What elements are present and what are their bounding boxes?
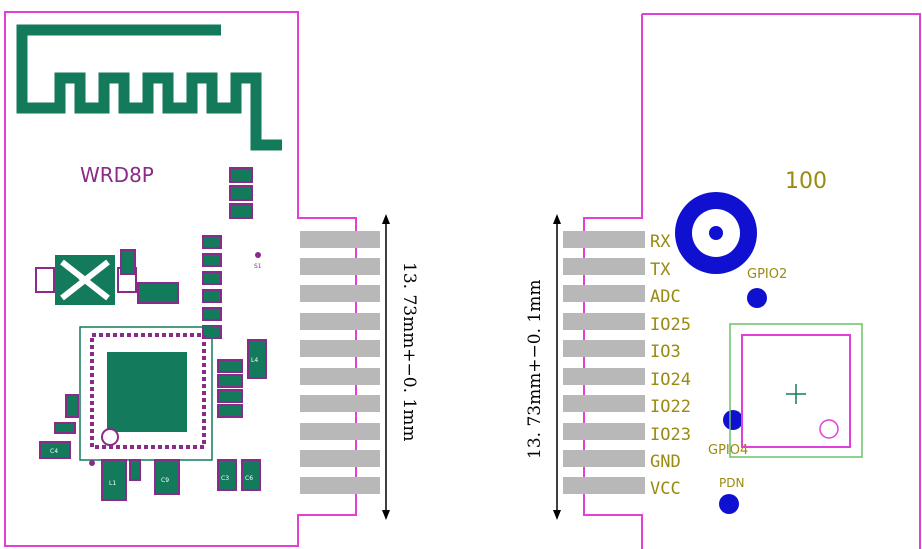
c3-label: C3 <box>221 475 229 482</box>
gpio4-label: GPIO4 <box>708 443 748 458</box>
c4-label: C4 <box>50 448 58 455</box>
c9-label: C9 <box>161 477 169 484</box>
pdn-test-point <box>719 494 739 514</box>
right-module-outline <box>583 13 921 549</box>
left-dimension-arrow <box>382 214 390 520</box>
right-dimension-arrow <box>553 214 561 520</box>
pin-label-rx: RX <box>650 232 671 252</box>
crystal-y1: Y1 <box>35 249 137 305</box>
right-dimension-label: 13. 73mm+−0. 1mm <box>525 280 545 459</box>
left-module-outline <box>4 11 357 547</box>
pin-label-tx: TX <box>650 260 671 280</box>
qfn-chip <box>79 326 213 461</box>
right-module: 100 RX TX ADC IO25 IO3 IO24 <box>525 13 921 549</box>
pin-label-adc: ADC <box>650 287 681 307</box>
left-module: WRD8P Y1 S1 <box>4 11 419 547</box>
l4-label: L4 <box>251 357 258 364</box>
l1-label: L1 <box>109 480 116 487</box>
right-passives <box>217 339 267 418</box>
pin-label-io24: IO24 <box>650 370 691 390</box>
right-pads <box>563 231 645 494</box>
c6-label: C6 <box>245 475 253 482</box>
pin1-marker <box>89 460 95 466</box>
pin-label-io25: IO25 <box>650 315 691 335</box>
s1-label: S1 <box>254 263 262 270</box>
left-dimension-label: 13. 73mm+−0. 1mm <box>399 262 419 441</box>
resistor-column <box>137 235 222 339</box>
pcb-antenna <box>16 24 282 151</box>
gpio2-test-point <box>747 288 767 308</box>
pin-labels: RX TX ADC IO25 IO3 IO24 IO22 IO23 GND VC… <box>650 232 691 499</box>
left-bottom-passives <box>39 394 261 501</box>
pin-label-io23: IO23 <box>650 425 691 445</box>
pin-label-gnd: GND <box>650 452 681 472</box>
left-pads <box>300 231 380 494</box>
pdn-label: PDN <box>719 476 744 490</box>
test-point <box>255 252 261 258</box>
upper-resistors <box>229 167 253 219</box>
gpio2-label: GPIO2 <box>747 267 787 282</box>
label-100: 100 <box>785 169 827 194</box>
model-label: WRD8P <box>80 163 154 187</box>
shield-outline <box>729 323 863 458</box>
pin-label-vcc: VCC <box>650 479 681 499</box>
pin-label-io3: IO3 <box>650 342 681 362</box>
pin-label-io22: IO22 <box>650 397 691 417</box>
ipex-connector <box>675 192 757 274</box>
crystal-label: Y1 <box>77 277 87 285</box>
gpio4-test-point <box>723 410 743 430</box>
